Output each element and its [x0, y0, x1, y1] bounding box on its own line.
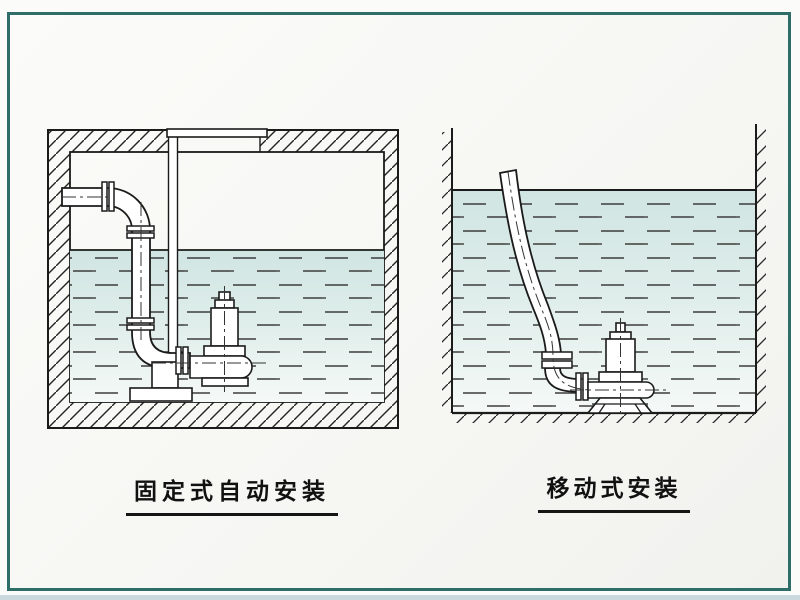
page-bottom-edge [0, 595, 800, 600]
center-lines [62, 196, 266, 392]
caption-mobile-installation: 移动式安装 [538, 469, 690, 513]
center-lines-mobile [507, 171, 668, 416]
access-cover [166, 128, 268, 138]
coupling-pedestal [129, 346, 193, 402]
guide-rail [167, 135, 179, 363]
mobile-installation-figure [442, 124, 766, 423]
pump-volute [189, 355, 253, 379]
fixed-installation-figure [47, 128, 399, 429]
caption-fixed-installation: 固定式自动安装 [126, 472, 338, 516]
